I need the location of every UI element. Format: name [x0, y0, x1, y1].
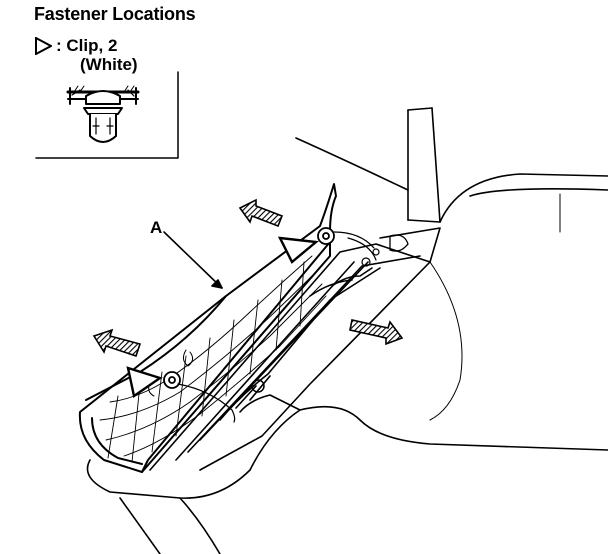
clip-leaders [177, 231, 375, 423]
body-structure [295, 107, 608, 233]
clip-detail-inset [35, 71, 179, 159]
clip-marker-rear [317, 227, 335, 245]
diagram-title: Fastener Locations [34, 4, 196, 24]
sill-rail-channel [149, 234, 431, 471]
floor-sill-base [86, 227, 608, 554]
clip-marker-front [163, 371, 181, 389]
removal-arrow-upper-left [238, 198, 284, 228]
removal-arrow-right [349, 319, 404, 346]
legend-clip-label: : Clip, 2 [56, 36, 118, 55]
callout-leader-a [163, 231, 223, 289]
clip-triangle-callout-front [126, 366, 163, 399]
legend-clip-row: : Clip, 2 [34, 36, 117, 56]
clip-triangle-callout-rear [277, 236, 319, 264]
triangle-outline-icon [35, 37, 52, 55]
removal-arrow-left [92, 328, 142, 358]
callout-label-a: A [150, 218, 163, 237]
legend-clip-color: (White) [80, 55, 138, 74]
sill-trim-panel-a [78, 183, 337, 473]
